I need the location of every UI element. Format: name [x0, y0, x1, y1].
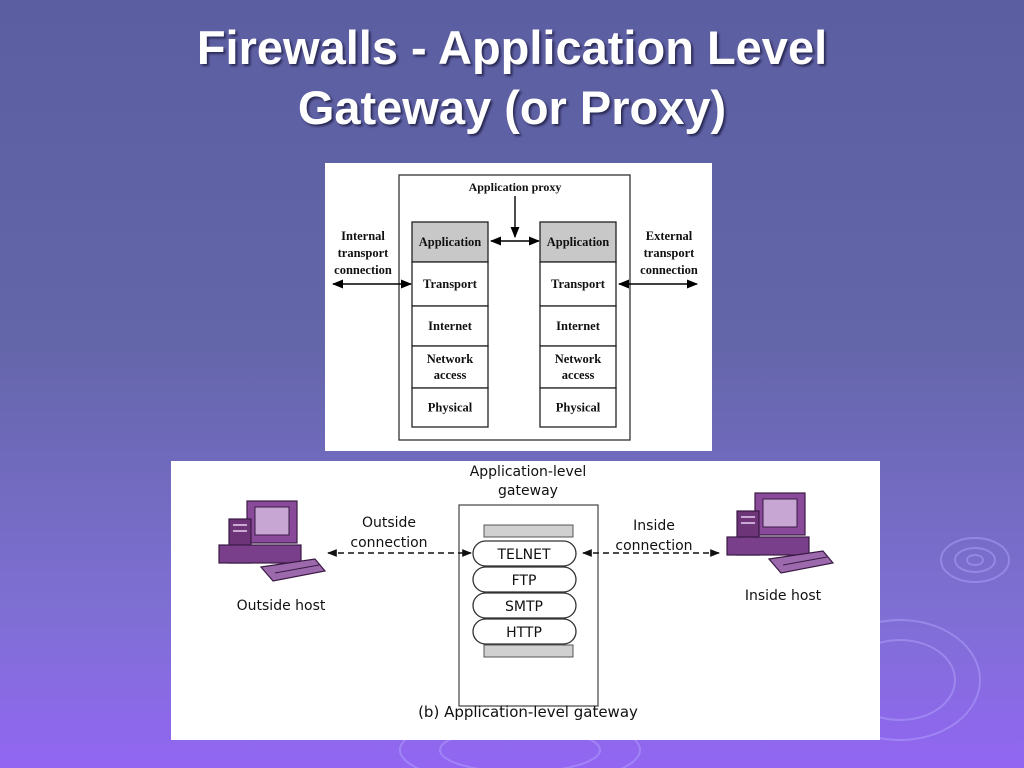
outside-connection-label-2: connection — [350, 535, 427, 551]
right-layer-2 — [539, 305, 617, 347]
proxy-stack-svg: Application proxy ApplicationTransportIn… — [331, 174, 699, 441]
protocol-pill-ftp — [472, 566, 577, 593]
title-line-2: Gateway (or Proxy) — [297, 81, 727, 134]
gateway-top-bar — [483, 524, 574, 538]
right-layer-label-0: Application — [547, 235, 610, 249]
right-layer-label-3: Network — [555, 352, 602, 366]
protocol-list: TELNET FTP SMTP HTTP — [472, 540, 577, 645]
gateway-label-line-2: gateway — [498, 483, 558, 499]
left-layer-3 — [411, 345, 489, 389]
inside-connection-label-2: connection — [615, 538, 692, 554]
protocol-label-telnet: TELNET — [496, 547, 551, 563]
right-layer-1 — [539, 261, 617, 307]
internal-note-line-1: transport — [338, 246, 390, 260]
left-layer-label-3: Network — [427, 352, 474, 366]
gateway-bottom-bar — [483, 644, 574, 658]
right-layer-label-4: Physical — [556, 401, 601, 415]
application-proxy-label: Application proxy — [469, 180, 562, 194]
outside-host-computer-icon — [218, 500, 327, 582]
external-note-line-0: External — [646, 229, 693, 243]
left-layer-label-1: Transport — [423, 277, 478, 291]
right-layer-label-1: Transport — [551, 277, 606, 291]
internal-note-line-0: Internal — [341, 229, 385, 243]
gateway-caption: (b) Application-level gateway — [418, 703, 638, 721]
internal-note-line-2: connection — [334, 263, 392, 277]
left-layer-label-4: Physical — [428, 401, 473, 415]
internal-transport-note: Internal transport connection — [334, 229, 392, 277]
right-layer-4 — [539, 387, 617, 428]
application-gateway-diagram: Application-level gateway TELNET FTP SMTP H… — [171, 461, 880, 740]
protocol-label-smtp: SMTP — [505, 599, 543, 615]
protocol-pill-telnet — [472, 540, 577, 567]
protocol-pill-http — [472, 618, 577, 645]
right-layer-3 — [539, 345, 617, 389]
external-transport-note: External transport connection — [640, 229, 698, 277]
gateway-label-line-1: Application-level — [470, 464, 587, 480]
left-layer-4 — [411, 387, 489, 428]
protocol-label-ftp: FTP — [512, 573, 537, 589]
outside-host-label: Outside host — [237, 598, 326, 614]
left-layer-label-3: access — [434, 368, 467, 382]
left-layer-label-0: Application — [419, 235, 482, 249]
right-layer-label-2: Internet — [556, 319, 601, 333]
protocol-pill-smtp — [472, 592, 577, 619]
inside-connection-label-1: Inside — [633, 518, 675, 534]
left-layer-label-2: Internet — [428, 319, 473, 333]
protocol-label-http: HTTP — [506, 625, 542, 641]
external-note-line-2: connection — [640, 263, 698, 277]
external-note-line-1: transport — [644, 246, 696, 260]
left-layer-1 — [411, 261, 489, 307]
title-line-1: Firewalls - Application Level — [196, 21, 828, 74]
right-layer-label-3: access — [562, 368, 595, 382]
slide-title: Firewalls - Application Level Gateway (o… — [0, 18, 1024, 138]
outside-connection-label-1: Outside — [362, 515, 416, 531]
inside-host-label: Inside host — [745, 588, 822, 604]
gateway-svg: Application-level gateway TELNET FTP SMTP H… — [218, 464, 835, 721]
inside-host-computer-icon — [726, 492, 835, 574]
left-layer-0 — [411, 221, 489, 263]
proxy-outer-box — [398, 174, 631, 441]
